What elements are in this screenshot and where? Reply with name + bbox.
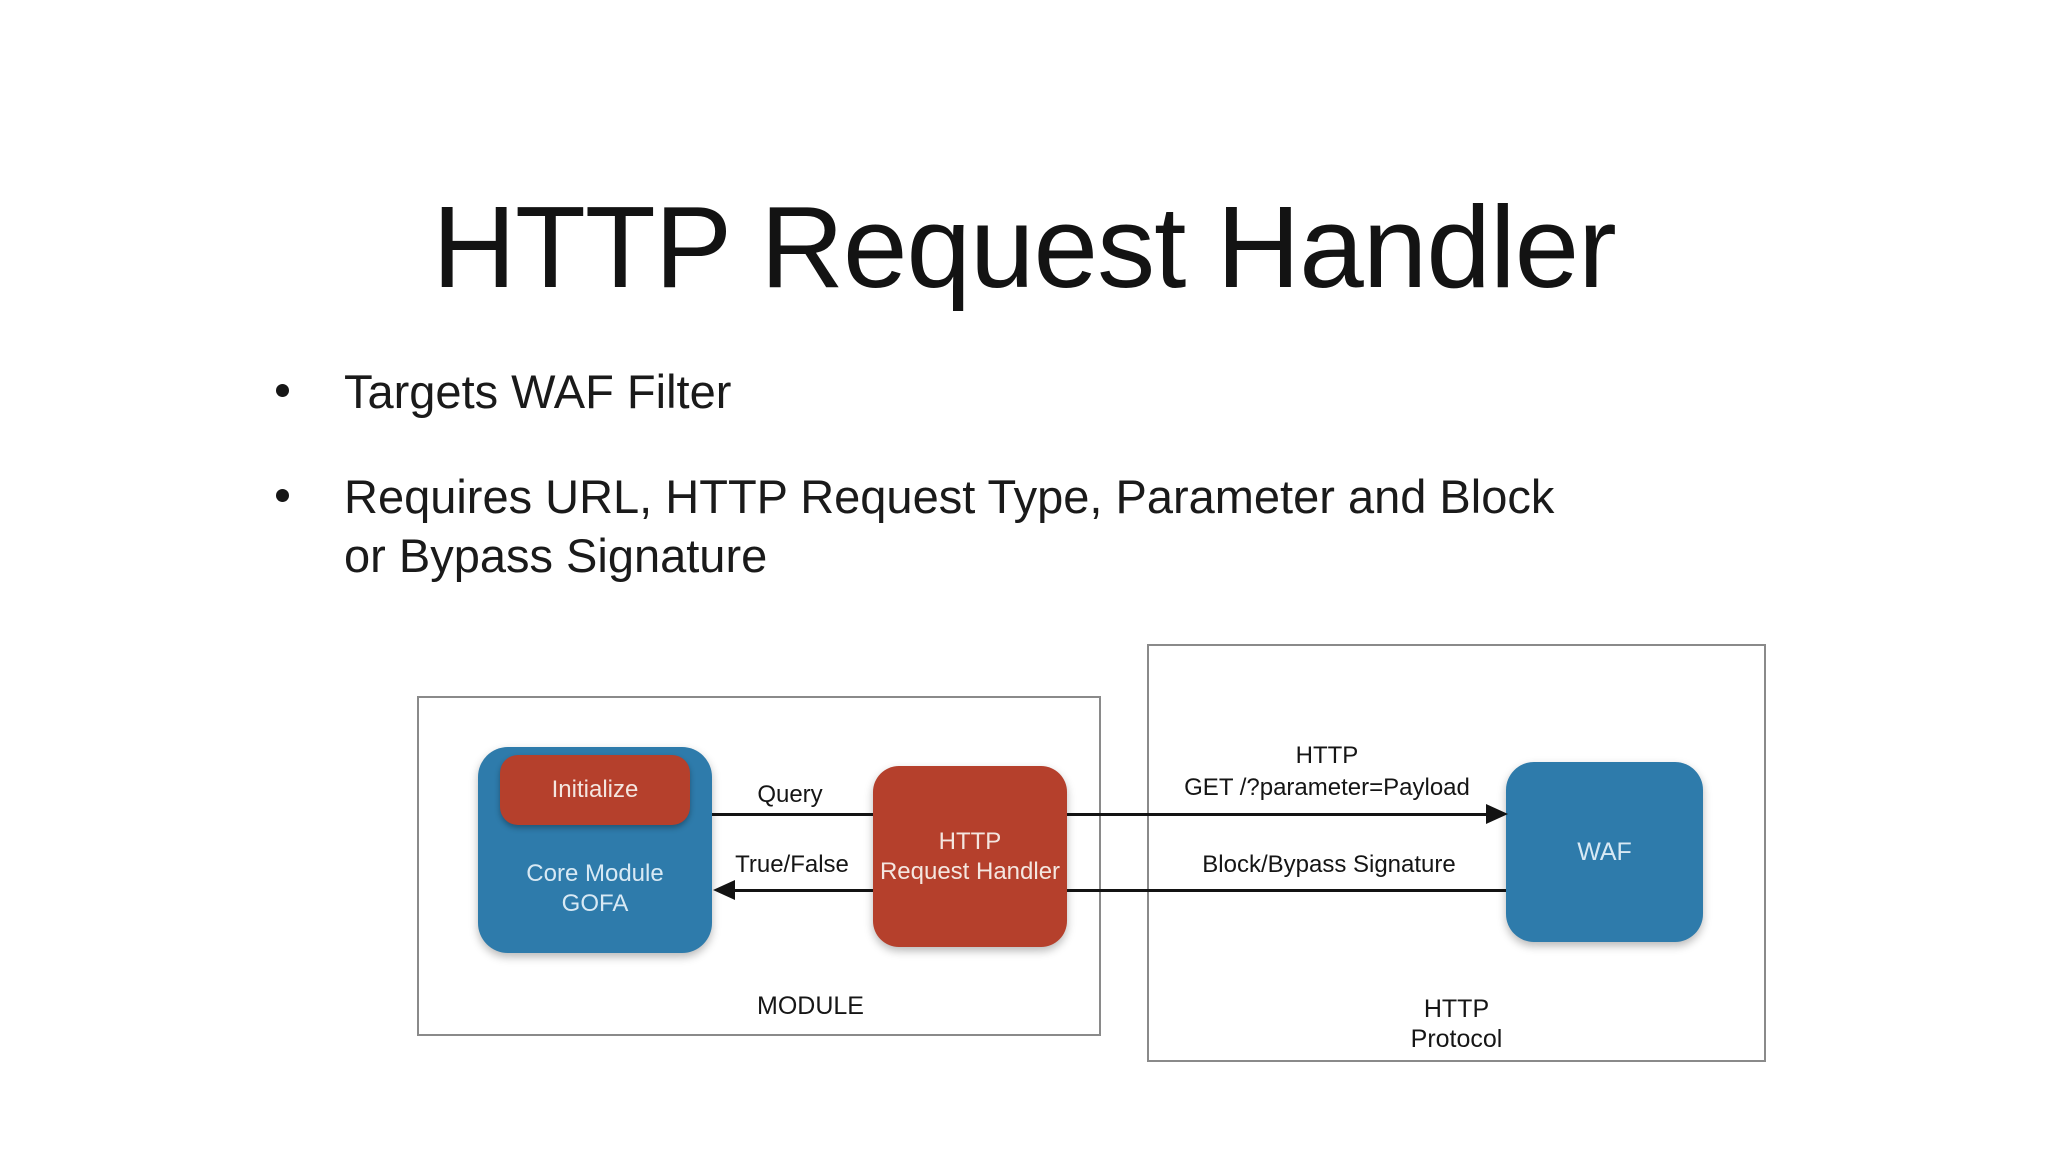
waf-label: WAF bbox=[1577, 837, 1632, 866]
waf-node: WAF bbox=[1506, 762, 1703, 942]
http-protocol-box: HTTP Protocol bbox=[1147, 644, 1766, 1062]
module-box: MODULE bbox=[417, 696, 1101, 1036]
list-item: Targets WAF Filter bbox=[276, 362, 1554, 421]
query-edge-label: Query bbox=[757, 781, 823, 808]
http-get-edge-line bbox=[1067, 813, 1492, 816]
initialize-label: Initialize bbox=[551, 776, 639, 803]
arrowhead-right-icon bbox=[1486, 804, 1508, 824]
block-bypass-edge-line bbox=[1067, 889, 1506, 892]
list-item: Requires URL, HTTP Request Type, Paramet… bbox=[276, 467, 1554, 585]
initialize-node: Initialize bbox=[500, 755, 690, 825]
core-module-node: Initialize Core Module GOFA bbox=[478, 747, 712, 953]
bullet-text: Targets WAF Filter bbox=[344, 365, 732, 418]
core-module-label: Core Module GOFA bbox=[526, 860, 664, 917]
bullet-list: Targets WAF Filter Requires URL, HTTP Re… bbox=[276, 362, 1554, 631]
http-get-edge-label: HTTP GET /?parameter=Payload bbox=[1184, 742, 1470, 801]
arrowhead-left-icon bbox=[713, 880, 735, 900]
module-box-label: MODULE bbox=[757, 992, 864, 1020]
bullet-icon bbox=[276, 489, 289, 502]
http-request-handler-node: HTTP Request Handler bbox=[873, 766, 1067, 947]
bullet-icon bbox=[276, 384, 289, 397]
http-protocol-box-label: HTTP Protocol bbox=[1410, 995, 1503, 1053]
query-edge-line bbox=[712, 813, 873, 816]
bullet-text: Requires URL, HTTP Request Type, Paramet… bbox=[344, 470, 1555, 582]
http-request-handler-label: HTTP Request Handler bbox=[879, 827, 1061, 885]
true-false-edge-line bbox=[733, 889, 873, 892]
true-false-edge-label: True/False bbox=[735, 851, 849, 878]
block-bypass-edge-label: Block/Bypass Signature bbox=[1202, 851, 1456, 878]
page-title: HTTP Request Handler bbox=[432, 181, 1617, 312]
